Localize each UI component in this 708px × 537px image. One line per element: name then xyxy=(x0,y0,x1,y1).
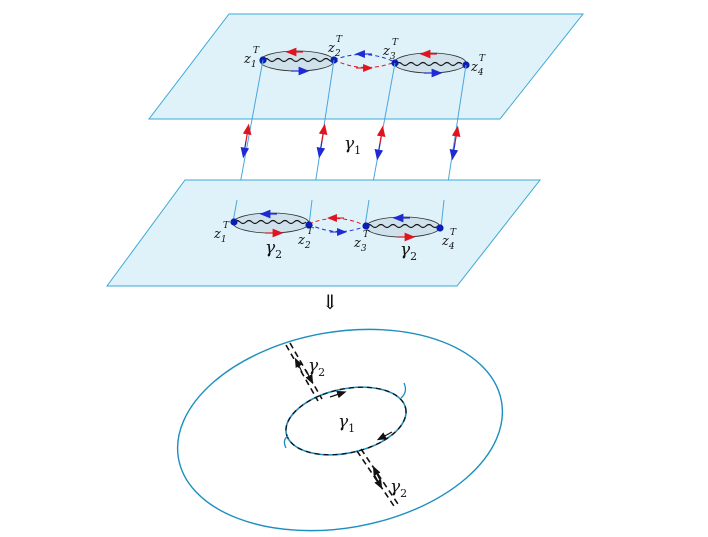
torus-figure: γ1 γ2 γ2 xyxy=(176,328,504,532)
upper-cycle-arrow-up xyxy=(294,357,303,373)
torus-lower-cycle-label: γ2 xyxy=(390,477,407,500)
bottom-label-z2-sup: T xyxy=(307,227,314,237)
top-wavy-cut-right xyxy=(395,61,463,67)
top-label-z4-sup: T xyxy=(479,54,486,64)
inner-hole-flare-right xyxy=(400,382,407,399)
bottom-point-z4 xyxy=(436,224,444,232)
top-label-z2: z2 xyxy=(327,41,341,59)
top-wavy-cut-left xyxy=(262,57,336,63)
connector-arrow-1-blue xyxy=(240,140,250,159)
bottom-plane: z1 T z2 T z3 T z4 T γ2 γ2 xyxy=(106,179,542,287)
connector-arrow-4-blue xyxy=(449,142,459,161)
bottom-label-z1-sup: T xyxy=(223,221,230,231)
lower-cross-cycle-b xyxy=(360,448,401,508)
sheet-label-gamma1: γ1 xyxy=(344,134,361,157)
lower-cycle-arrow-down xyxy=(373,473,383,490)
connector-z3-overlay xyxy=(364,199,370,227)
implies-arrow: ⇓ xyxy=(322,290,339,314)
inner-hole-flare-left xyxy=(283,435,289,449)
torus-inner-label: γ1 xyxy=(338,412,355,435)
bottom-label-z3-sup: T xyxy=(363,230,370,240)
bottom-point-z3 xyxy=(362,222,370,230)
top-label-z1-sup: T xyxy=(253,46,260,56)
bottom-wavy-cut-left xyxy=(233,219,307,225)
connector-z2-overlay xyxy=(308,199,313,226)
connector-z1-overlay xyxy=(232,199,238,223)
bottom-label-z2: z2 xyxy=(297,233,311,251)
connector-z4-overlay xyxy=(440,199,445,229)
inner-cycle-arrow-bottom xyxy=(376,431,393,441)
lower-cycle-arrow-up xyxy=(372,465,381,481)
top-label-z3: z3 xyxy=(382,44,396,62)
connector-arrow-2-red xyxy=(318,123,328,142)
bottom-cycle-label-right: γ2 xyxy=(400,240,417,263)
bottom-label-z1: z1 xyxy=(213,227,227,245)
bottom-point-z1 xyxy=(230,218,238,226)
top-label-z1: z1 xyxy=(243,52,257,70)
bottom-label-z4-sup: T xyxy=(450,228,457,238)
connector-arrow-2-blue xyxy=(316,140,326,159)
top-plane: z1 T z2 T z3 T z4 T xyxy=(147,13,585,120)
top-cut-right xyxy=(393,52,467,74)
top-label-z4: z4 xyxy=(470,60,484,78)
connector-arrow-1-red xyxy=(242,123,252,142)
top-plane-sheet xyxy=(147,13,585,120)
bottom-wavy-cut-right xyxy=(365,223,439,229)
bottom-cycle-label-left: γ2 xyxy=(265,238,282,261)
connector-arrow-4-red xyxy=(451,125,461,144)
inner-cycle-arrow-top xyxy=(329,390,347,399)
torus-inner-dashed-cycle xyxy=(285,386,407,456)
torus-outer-ellipse xyxy=(176,328,504,532)
connector-arrow-3-red xyxy=(376,125,386,144)
bottom-point-z2 xyxy=(305,221,313,229)
upper-cycle-arrow-down xyxy=(305,369,314,385)
top-label-z2-sup: T xyxy=(336,35,343,45)
bottom-label-z4: z4 xyxy=(441,234,455,252)
bottom-plane-sheet xyxy=(106,179,542,287)
upper-cross-cycle-a xyxy=(285,344,319,402)
connector-arrow-3-blue xyxy=(374,142,384,161)
torus-upper-cycle-label: γ2 xyxy=(308,356,325,379)
bottom-label-z3: z3 xyxy=(353,236,367,254)
top-label-z3-sup: T xyxy=(392,38,399,48)
